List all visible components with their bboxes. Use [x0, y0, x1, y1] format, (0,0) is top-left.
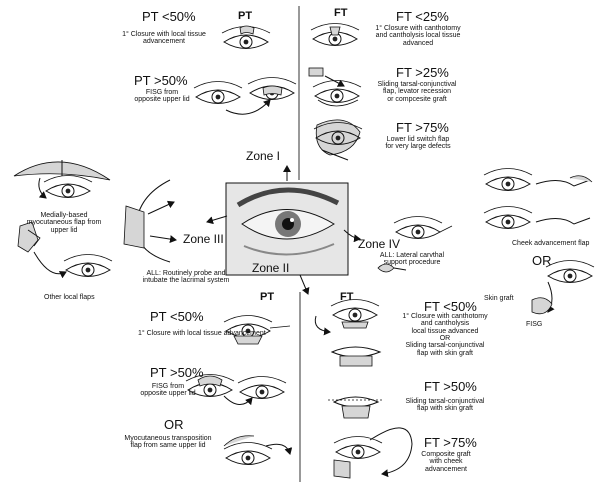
z1-ft-small-title: FT <25% [396, 9, 449, 24]
z1-ft-small-eye-sketch [310, 23, 360, 46]
z4-fisg-label: FISG [526, 321, 543, 328]
z1-pt-large-eye-sketch [193, 77, 297, 115]
z3-flap-eye-sketch [13, 160, 111, 199]
z2-ft-small-title: FT <50% [424, 299, 477, 314]
z1-pt-small-eye-sketch [221, 25, 271, 49]
z1-ft-large-eye-sketch [313, 119, 363, 161]
z4-skin-graft-label: Skin graft [484, 295, 514, 302]
z2-pt-transp-eye-sketch [223, 435, 293, 465]
zone2-label: Zone II [252, 261, 290, 275]
zone1-label: Zone I [246, 149, 281, 163]
z1-ft-large-title: FT >75% [396, 120, 449, 135]
z2-ft-small-eye-sketch-1 [314, 299, 380, 336]
z2-pt-large-eye-sketch [185, 374, 287, 406]
z2-ft-large-eye-sketch [333, 427, 413, 479]
z4-or-label: OR [532, 253, 552, 268]
z1-ft-mid-title: FT >25% [396, 65, 449, 80]
z2-pt-header: PT [260, 291, 275, 303]
z3-lacrimal-sketch [123, 179, 177, 263]
z2-ft-small-eye-sketch-2 [330, 346, 382, 367]
z4-cheek-eye-sketch-1 [483, 168, 593, 191]
z1-pt-small-title: PT <50% [142, 9, 196, 24]
z4-lateral-eye-sketch [393, 216, 453, 239]
z4-lateral-probe-sketch [377, 263, 407, 273]
z2-pt-or: OR [164, 417, 184, 432]
zone4-arrow [343, 229, 361, 243]
zone4-label: Zone IV [358, 237, 401, 251]
zone3-label: Zone III [183, 232, 224, 246]
zone3-arrow [206, 215, 228, 225]
z1-pt-large-title: PT >50% [134, 73, 188, 88]
z1-ft-mid-eye-sketch [308, 67, 362, 107]
z4-cheek-desc: Cheek advancement flap [512, 240, 590, 247]
z1-pt-header: PT [238, 10, 253, 22]
z2-pt-large-title: PT >50% [150, 365, 204, 380]
z2-ft-mid-title: FT >50% [424, 379, 477, 394]
z3-other-flaps-sketch [17, 221, 113, 279]
z1-ft-header: FT [334, 7, 348, 19]
z4-cheek-eye-sketch-2 [483, 206, 591, 229]
central-eye-photo [225, 182, 349, 276]
z2-pt-small-desc: 1° Closure with local tissue advancement [138, 330, 266, 337]
z4-skin-graft-sketch [531, 260, 595, 315]
z2-pt-small-eye-sketch [223, 315, 291, 345]
z3-other-desc: Other local flaps [44, 294, 95, 301]
zone2-arrow [299, 274, 310, 295]
z2-ft-mid-eye-sketch [328, 396, 384, 419]
z2-ft-header: FT [340, 291, 354, 303]
z2-ft-large-title: FT >75% [424, 435, 477, 450]
z2-pt-small-title: PT <50% [150, 309, 204, 324]
